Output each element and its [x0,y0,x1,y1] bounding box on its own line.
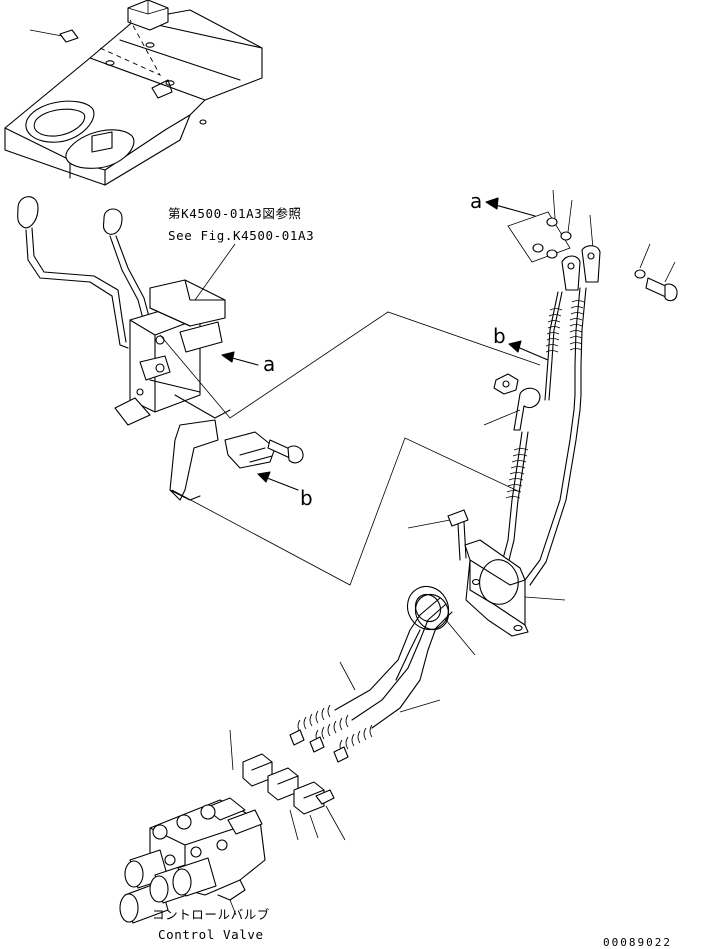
cable-routing-lines [159,311,541,586]
control-valve-label-en: Control Valve [158,927,264,942]
cable-clamp-bracket [464,539,529,637]
drawing-code: 00089022 [603,936,672,949]
svg-text:a: a [263,352,275,376]
leader-clamp [524,596,566,601]
svg-text:b: b [493,324,506,348]
upper-fittings [507,189,678,302]
bracket-bolt [407,509,469,561]
callout-a-right: a [470,189,536,217]
callout-b-right: b [493,324,549,361]
floor-plate [4,0,263,186]
svg-text:b: b [300,486,313,510]
control-valve-label-ja: コントロールバルブ [152,907,270,922]
ball-joint [483,373,541,431]
reference-leader [194,243,236,301]
control-levers [17,196,231,426]
svg-text:a: a [470,189,482,213]
control-cable-middle [499,431,529,573]
clevis-clips [229,729,346,841]
reference-label-ja: 第K4500-01A3図参照 [168,206,302,221]
mounting-bracket [169,419,304,501]
callout-a-left: a [221,351,275,376]
reference-label-en: See Fig.K4500-01A3 [168,228,314,243]
control-cables-lower [289,597,453,763]
control-cables-upper [524,287,587,586]
grommet [406,585,476,656]
valve-leader [229,899,237,916]
control-valve [119,797,266,924]
callout-b-left: b [257,471,313,510]
